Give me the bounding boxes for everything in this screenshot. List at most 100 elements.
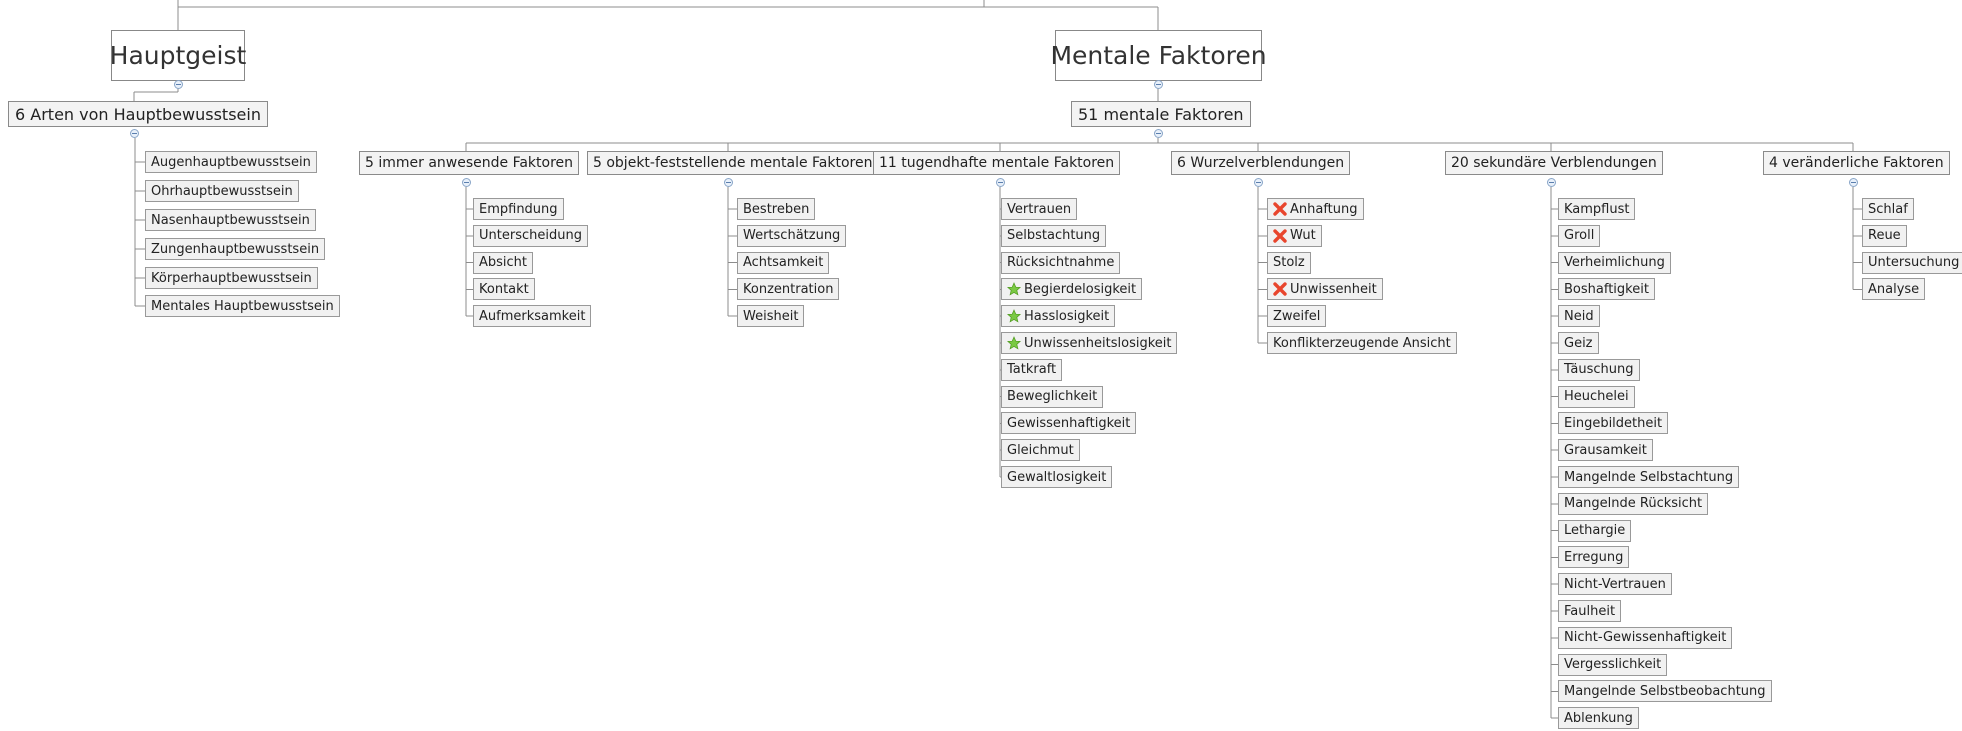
leaf-topic[interactable]: Schlaf: [1862, 198, 1914, 220]
leaf-topic[interactable]: Körperhauptbewusstsein: [145, 267, 318, 289]
leaf-topic[interactable]: Kampflust: [1558, 198, 1636, 220]
leaf-label: Augenhauptbewusstsein: [151, 154, 311, 170]
topic-label: 6 Wurzelverblendungen: [1177, 155, 1345, 171]
leaf-topic[interactable]: Augenhauptbewusstsein: [145, 151, 317, 173]
leaf-topic[interactable]: Analyse: [1862, 278, 1926, 301]
leaf-topic[interactable]: Weisheit: [737, 305, 805, 328]
collapse-toggle-51-faktoren[interactable]: [1154, 129, 1163, 138]
topic-group[interactable]: 5 objekt-feststellende mentale Faktoren: [587, 151, 879, 175]
leaf-topic[interactable]: Unwissenheit: [1267, 278, 1383, 301]
leaf-topic[interactable]: Wertschätzung: [737, 224, 847, 247]
leaf-topic[interactable]: Mangelnde Rücksicht: [1558, 492, 1709, 515]
leaf-topic[interactable]: Ohrhauptbewusstsein: [145, 180, 299, 202]
leaf-label: Gleichmut: [1007, 442, 1074, 458]
leaf-topic[interactable]: Rücksichtnahme: [1001, 251, 1121, 274]
leaf-topic[interactable]: Wut: [1267, 224, 1322, 247]
leaf-topic[interactable]: Faulheit: [1558, 600, 1622, 622]
topic-51-mentale-faktoren[interactable]: 51 mentale Faktoren: [1071, 101, 1251, 127]
leaf-topic[interactable]: Boshaftigkeit: [1558, 278, 1655, 301]
leaf-topic[interactable]: Konzentration: [737, 278, 840, 301]
leaf-label: Verheimlichung: [1564, 255, 1665, 271]
leaf-topic[interactable]: Beweglichkeit: [1001, 385, 1104, 408]
leaf-topic[interactable]: Vergesslichkeit: [1558, 653, 1668, 676]
topic-group[interactable]: 20 sekundäre Verblendungen: [1445, 151, 1663, 175]
leaf-topic[interactable]: Geiz: [1558, 332, 1599, 354]
collapse-toggle-hauptgeist[interactable]: [174, 80, 183, 89]
leaf-label: Zungenhauptbewusstsein: [151, 241, 320, 257]
leaf-label: Empfindung: [479, 201, 558, 217]
leaf-topic[interactable]: Nicht-Vertrauen: [1558, 573, 1672, 596]
leaf-label: Faulheit: [1564, 603, 1616, 619]
leaf-topic[interactable]: Täuschung: [1558, 358, 1640, 381]
collapse-toggle[interactable]: [1547, 178, 1556, 187]
leaf-topic[interactable]: Zweifel: [1267, 305, 1327, 328]
leaf-label: Gewaltlosigkeit: [1007, 469, 1107, 485]
leaf-topic[interactable]: Reue: [1862, 224, 1907, 247]
leaf-label: Analyse: [1868, 281, 1920, 297]
leaf-topic[interactable]: Gleichmut: [1001, 439, 1080, 462]
collapse-toggle-mentale-faktoren[interactable]: [1154, 80, 1163, 89]
leaf-topic[interactable]: Kontakt: [473, 278, 535, 301]
topic-group[interactable]: 5 immer anwesende Faktoren: [359, 151, 580, 175]
leaf-topic[interactable]: Achtsamkeit: [737, 251, 830, 274]
topic-hauptgeist[interactable]: Hauptgeist: [109, 30, 247, 81]
leaf-topic[interactable]: Grausamkeit: [1558, 439, 1653, 462]
leaf-topic[interactable]: Stolz: [1267, 251, 1311, 274]
leaf-topic[interactable]: Bestreben: [737, 198, 816, 220]
leaf-topic[interactable]: Zungenhauptbewusstsein: [145, 238, 326, 260]
leaf-label: Mangelnde Selbstbeobachtung: [1564, 683, 1766, 699]
leaf-topic[interactable]: Unwissenheitslosigkeit: [1001, 332, 1178, 354]
leaf-label: Nicht-Vertrauen: [1564, 576, 1666, 592]
leaf-label: Vertrauen: [1007, 201, 1072, 217]
collapse-toggle[interactable]: [462, 178, 471, 187]
leaf-topic[interactable]: Absicht: [473, 251, 534, 274]
leaf-topic[interactable]: Konflikterzeugende Ansicht: [1267, 332, 1457, 354]
leaf-topic[interactable]: Vertrauen: [1001, 198, 1078, 220]
topic-label: Hauptgeist: [109, 41, 247, 70]
leaf-topic[interactable]: Heuchelei: [1558, 385, 1635, 408]
collapse-toggle[interactable]: [1254, 178, 1263, 187]
leaf-topic[interactable]: Selbstachtung: [1001, 224, 1107, 247]
leaf-topic[interactable]: Gewissenhaftigkeit: [1001, 412, 1137, 435]
collapse-toggle[interactable]: [724, 178, 733, 187]
leaf-topic[interactable]: Groll: [1558, 224, 1601, 247]
leaf-topic[interactable]: Lethargie: [1558, 519, 1632, 542]
leaf-label: Reue: [1868, 228, 1901, 244]
topic-mentale-faktoren[interactable]: Mentale Faktoren: [1050, 30, 1267, 81]
collapse-toggle[interactable]: [996, 178, 1005, 187]
leaf-topic[interactable]: Untersuchung: [1862, 251, 1962, 274]
leaf-topic[interactable]: Mentales Hauptbewusstsein: [145, 295, 340, 317]
leaf-topic[interactable]: Hasslosigkeit: [1001, 305, 1116, 328]
leaf-topic[interactable]: Neid: [1558, 305, 1600, 328]
topic-group[interactable]: 4 veränderliche Faktoren: [1763, 151, 1950, 175]
leaf-topic[interactable]: Gewaltlosigkeit: [1001, 466, 1113, 488]
leaf-topic[interactable]: Verheimlichung: [1558, 251, 1671, 274]
leaf-topic[interactable]: Mangelnde Selbstachtung: [1558, 466, 1740, 488]
leaf-topic[interactable]: Aufmerksamkeit: [473, 305, 592, 328]
topic-hauptbewusstsein-arten[interactable]: 6 Arten von Hauptbewusstsein: [8, 101, 268, 127]
topic-group[interactable]: 11 tugendhafte mentale Faktoren: [873, 151, 1121, 175]
collapse-toggle-hauptbewusstsein[interactable]: [130, 129, 139, 138]
leaf-label: Beweglichkeit: [1007, 389, 1098, 405]
leaf-label: Ablenkung: [1564, 710, 1633, 726]
leaf-label: Wut: [1290, 228, 1316, 244]
leaf-topic[interactable]: Anhaftung: [1267, 198, 1364, 220]
leaf-topic[interactable]: Nicht-Gewissenhaftigkeit: [1558, 626, 1733, 649]
collapse-toggle[interactable]: [1849, 178, 1858, 187]
leaf-topic[interactable]: Mangelnde Selbstbeobachtung: [1558, 680, 1772, 703]
leaf-topic[interactable]: Nasenhauptbewusstsein: [145, 209, 316, 231]
leaf-topic[interactable]: Begierdelosigkeit: [1001, 278, 1143, 301]
leaf-topic[interactable]: Empfindung: [473, 198, 564, 220]
red-x-icon: [1273, 202, 1287, 216]
leaf-label: Nicht-Gewissenhaftigkeit: [1564, 630, 1727, 646]
leaf-topic[interactable]: Erregung: [1558, 546, 1630, 569]
leaf-topic[interactable]: Unterscheidung: [473, 224, 588, 247]
leaf-label: Groll: [1564, 228, 1595, 244]
leaf-topic[interactable]: Tatkraft: [1001, 358, 1063, 381]
leaf-topic[interactable]: Ablenkung: [1558, 707, 1639, 730]
leaf-topic[interactable]: Eingebildetheit: [1558, 412, 1669, 435]
topic-group[interactable]: 6 Wurzelverblendungen: [1171, 151, 1351, 175]
leaf-label: Tatkraft: [1007, 362, 1057, 378]
green-star-icon: [1006, 309, 1022, 323]
